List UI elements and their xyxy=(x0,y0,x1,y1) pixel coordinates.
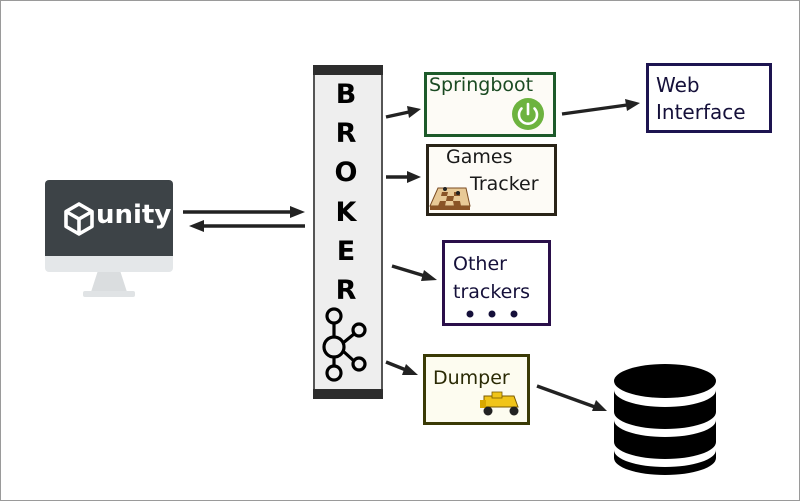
other-label-line1: Other xyxy=(453,253,507,275)
unity-label: unity xyxy=(96,200,172,230)
broker-letter-b: B xyxy=(335,79,357,110)
other-label-line2: trackers xyxy=(453,281,531,303)
monitor-base xyxy=(83,291,135,297)
broker-letter-r2: R xyxy=(335,275,357,306)
games-label-line2: Tracker xyxy=(470,173,539,195)
other-trackers-box xyxy=(442,240,551,326)
monitor-bezel xyxy=(45,256,173,272)
web-interface-box xyxy=(646,63,772,133)
broker-letter-k: K xyxy=(335,197,357,228)
dumper-label: Dumper xyxy=(433,367,510,389)
broker-bar xyxy=(313,65,383,399)
broker-letter-e: E xyxy=(336,236,356,267)
web-label-line1: Web xyxy=(656,73,700,97)
broker-letter-o: O xyxy=(334,157,358,188)
broker-bottom-cap xyxy=(313,389,383,399)
springboot-label: Springboot xyxy=(429,74,534,96)
dumper-box xyxy=(423,354,530,425)
broker-letter-r1: R xyxy=(335,118,357,149)
monitor-stand xyxy=(91,272,127,292)
games-label-line1: Games xyxy=(446,146,513,168)
broker-top-cap xyxy=(313,65,383,75)
web-label-line2: Interface xyxy=(656,100,746,124)
